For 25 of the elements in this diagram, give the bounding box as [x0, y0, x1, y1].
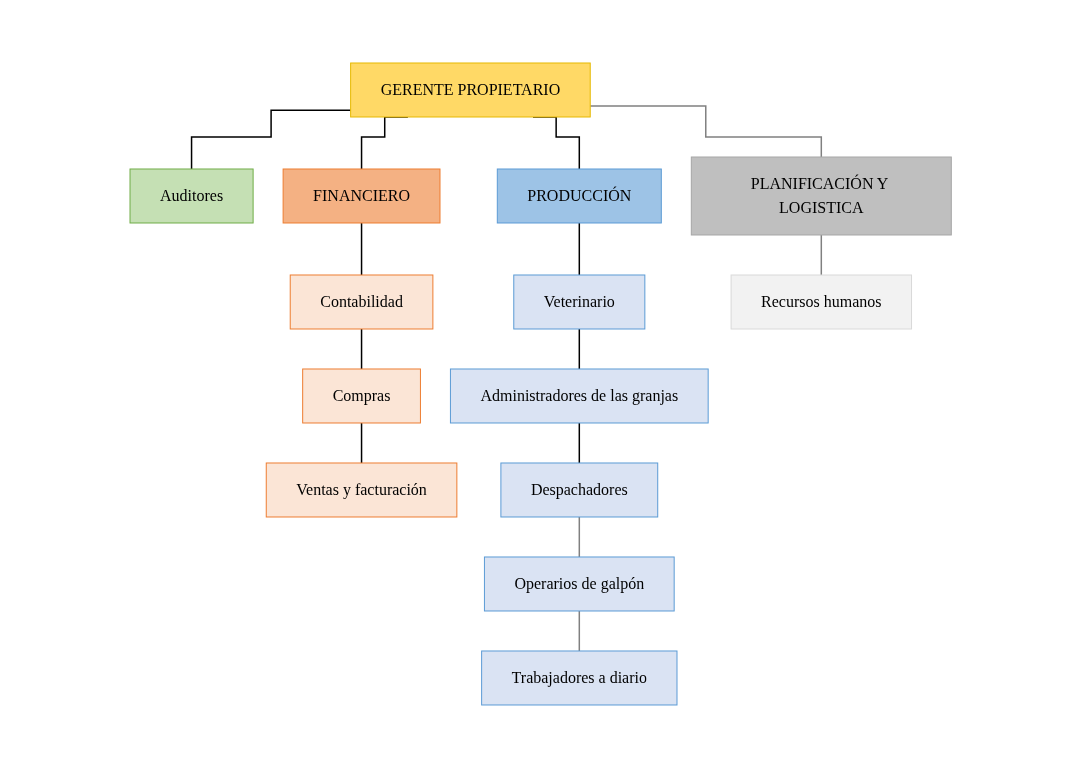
node-box: FINANCIERO: [282, 168, 441, 223]
connector: [360, 421, 363, 464]
connector: [360, 221, 363, 276]
node-box: Auditores: [129, 168, 254, 223]
node-box: Recursos humanos: [730, 274, 912, 329]
node-box: GERENTE PROPIETARIO: [349, 62, 591, 117]
connector: [578, 327, 580, 370]
node-box: PLANIFICACIÓN Y LOGISTICA: [690, 156, 952, 235]
node-box: Despachadores: [500, 462, 659, 517]
connector: [578, 421, 580, 464]
node-box: Ventas y facturación: [265, 462, 458, 517]
node-box: Veterinario: [513, 274, 646, 329]
node-box: Trabajadores a diario: [480, 650, 678, 705]
node-box: Contabilidad: [289, 274, 434, 329]
node-box: Operarios de galpón: [483, 556, 675, 611]
connector: [360, 327, 363, 370]
node-box: PRODUCCIÓN: [496, 168, 662, 223]
connector: [578, 221, 580, 276]
connector: [589, 104, 822, 158]
connector: [190, 108, 352, 170]
node-box: Compras: [302, 368, 421, 423]
connector: [578, 515, 580, 558]
connector: [820, 233, 822, 276]
node-box: Administradores de las granjas: [449, 368, 709, 423]
connector: [578, 609, 580, 652]
